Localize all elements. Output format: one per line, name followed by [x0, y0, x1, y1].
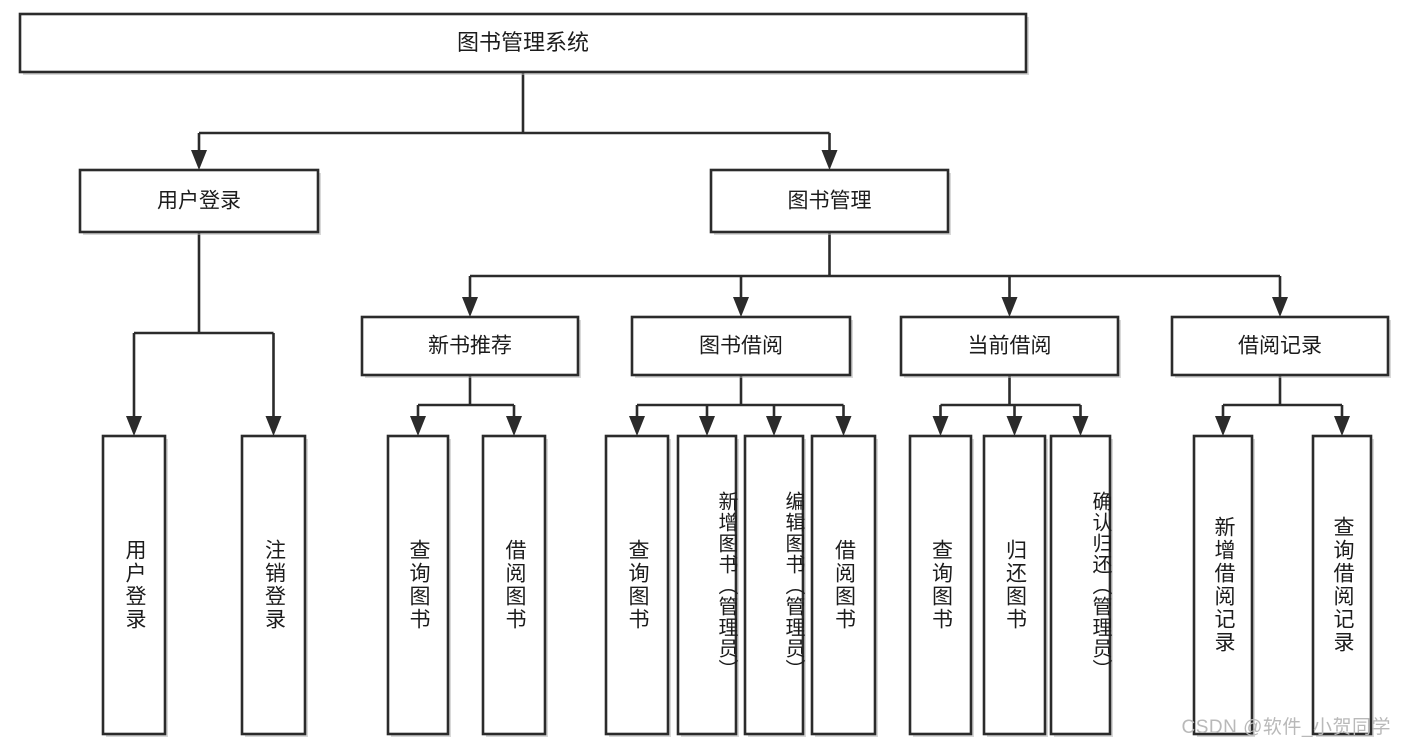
arrow-head: [1001, 297, 1018, 317]
node-box-layer: [18, 12, 1391, 737]
node-new-book-recommend-label: 新书推荐: [428, 335, 512, 358]
node-leaf-query-record[interactable]: [1311, 434, 1373, 736]
node-leaf-logout[interactable]: [240, 434, 307, 736]
arrow-head: [1072, 416, 1089, 436]
node-book-manage-label: 图书管理: [788, 190, 872, 213]
node-book-manage[interactable]: [709, 168, 950, 234]
arrow-head: [506, 416, 522, 436]
arrow-head: [733, 297, 749, 317]
arrow-head: [410, 416, 426, 436]
node-leaf-edit-book[interactable]: [743, 434, 805, 736]
arrow-head: [191, 150, 207, 170]
watermark-text: CSDN @软件_小贺同学: [1181, 717, 1391, 738]
arrow-head: [629, 416, 645, 436]
arrow-head: [821, 150, 838, 170]
node-root-图书管理系统[interactable]: [18, 12, 1028, 74]
node-borrow-record-label: 借阅记录: [1238, 335, 1322, 358]
node-leaf-borrow-book-1[interactable]: [481, 434, 547, 736]
node-new-book-recommend[interactable]: [360, 315, 580, 377]
arrow-head: [126, 416, 142, 436]
node-leaf-confirm-return[interactable]: [1049, 434, 1112, 736]
arrow-head: [265, 416, 282, 436]
node-leaf-query-book-1[interactable]: [386, 434, 450, 736]
node-leaf-query-book-2[interactable]: [604, 434, 670, 736]
node-leaf-add-book[interactable]: [676, 434, 738, 736]
node-leaf-query-book-3[interactable]: [908, 434, 973, 736]
arrow-head: [462, 297, 478, 317]
arrow-head: [1215, 416, 1231, 436]
arrow-head: [766, 416, 782, 436]
node-book-borrow[interactable]: [630, 315, 852, 377]
node-borrow-record[interactable]: [1170, 315, 1390, 377]
node-leaf-borrow-book-2[interactable]: [810, 434, 877, 736]
node-current-borrow-label: 当前借阅: [968, 335, 1052, 358]
arrow-head: [699, 416, 715, 436]
node-user-login[interactable]: [78, 168, 320, 234]
arrow-head: [932, 416, 949, 436]
node-root-图书管理系统-label: 图书管理系统: [457, 30, 589, 55]
node-current-borrow[interactable]: [899, 315, 1120, 377]
node-leaf-return-book[interactable]: [982, 434, 1047, 736]
arrow-head: [1006, 416, 1023, 436]
connector-layer: [132, 72, 1344, 416]
node-user-login-label: 用户登录: [157, 190, 241, 213]
arrow-head: [1334, 416, 1350, 436]
arrowhead-layer: [126, 150, 1350, 436]
arrow-head: [835, 416, 852, 436]
arrow-head: [1272, 297, 1288, 317]
node-leaf-add-record[interactable]: [1192, 434, 1254, 736]
node-book-borrow-label: 图书借阅: [699, 335, 783, 358]
node-leaf-user-login[interactable]: [101, 434, 167, 736]
